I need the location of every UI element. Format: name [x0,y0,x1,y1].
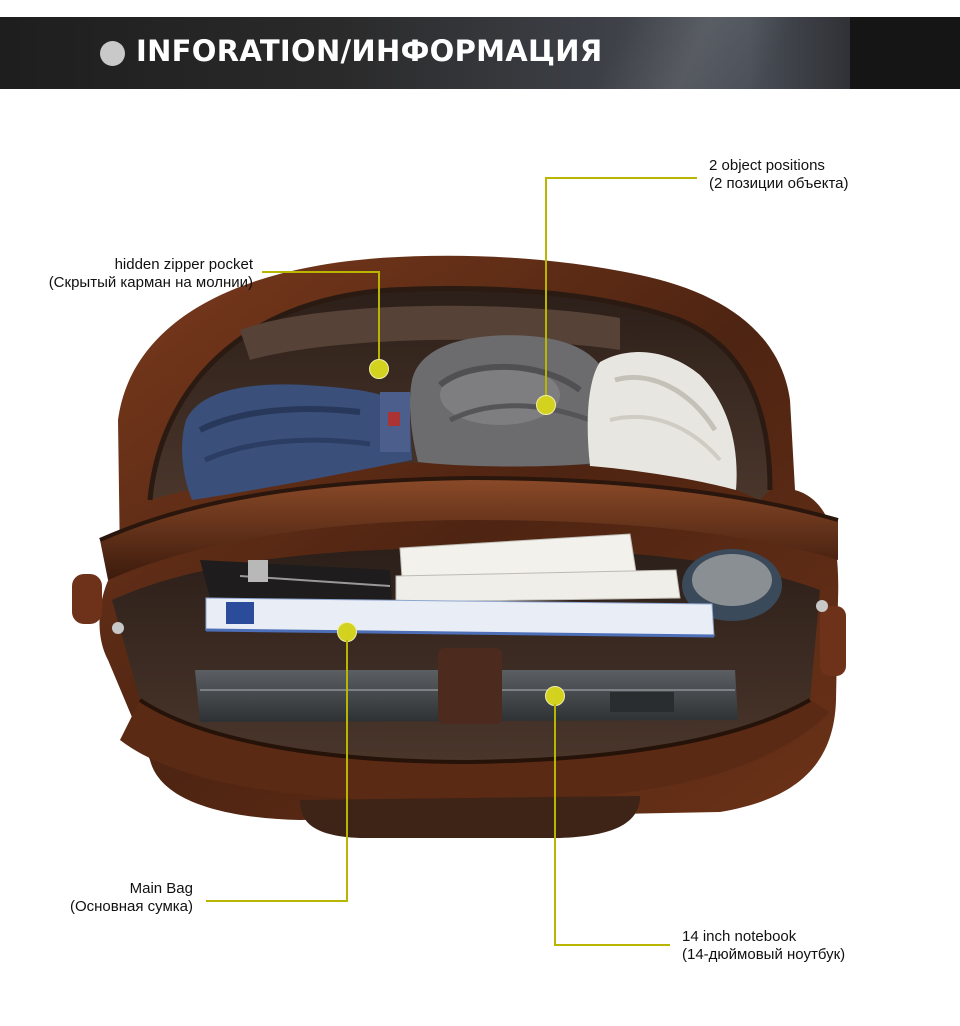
zip-pouch [200,560,392,602]
page-title: INFORATION/ИНФОРМАЦИЯ [136,34,603,68]
laptop-strap [438,648,502,724]
bullet-icon [100,41,125,66]
object-positions-label: 2 object positions (2 позиции объекта) [709,157,849,193]
jeans [182,384,412,500]
zipper-pocket-line-h [262,271,380,273]
header-banner: INFORATION/ИНФОРМАЦИЯ [0,17,960,89]
notebook-label-ru: (14-дюймовый ноутбук) [682,946,846,963]
object-positions-marker [536,395,556,415]
a4-notebook [205,597,715,638]
zipper-pocket-label-ru: (Скрытый карман на молнии) [48,274,253,291]
object-positions-label-en: 2 object positions [709,157,825,174]
main-bag-label-en: Main Bag [129,880,193,897]
zipper-pocket-label: hidden zipper pocket (Скрытый карман на … [49,256,253,292]
white-shirt [587,352,737,490]
object-positions-line-v [545,177,547,397]
thermos [682,549,782,621]
main-bag-label: Main Bag (Основная сумка) [70,880,193,916]
object-positions-label-ru: (2 позиции объекта) [709,175,849,192]
zipper-pocket-label-en: hidden zipper pocket [114,256,253,273]
main-bag-line-v [346,640,348,902]
books [395,533,681,603]
notebook-label: 14 inch notebook (14-дюймовый ноутбук) [682,928,845,964]
grey-sweater [410,335,612,467]
notebook-label-en: 14 inch notebook [682,928,797,945]
notebook-line-v [554,704,556,946]
notebook-marker [545,686,565,706]
zipper-pocket-line-v [378,271,380,369]
zipper-pocket-marker [369,359,389,379]
object-positions-line-h [545,177,697,179]
notebook-line-h [554,944,670,946]
main-bag-label-ru: (Основная сумка) [69,898,193,915]
main-bag-line-h [206,900,348,902]
main-bag-marker [337,622,357,642]
